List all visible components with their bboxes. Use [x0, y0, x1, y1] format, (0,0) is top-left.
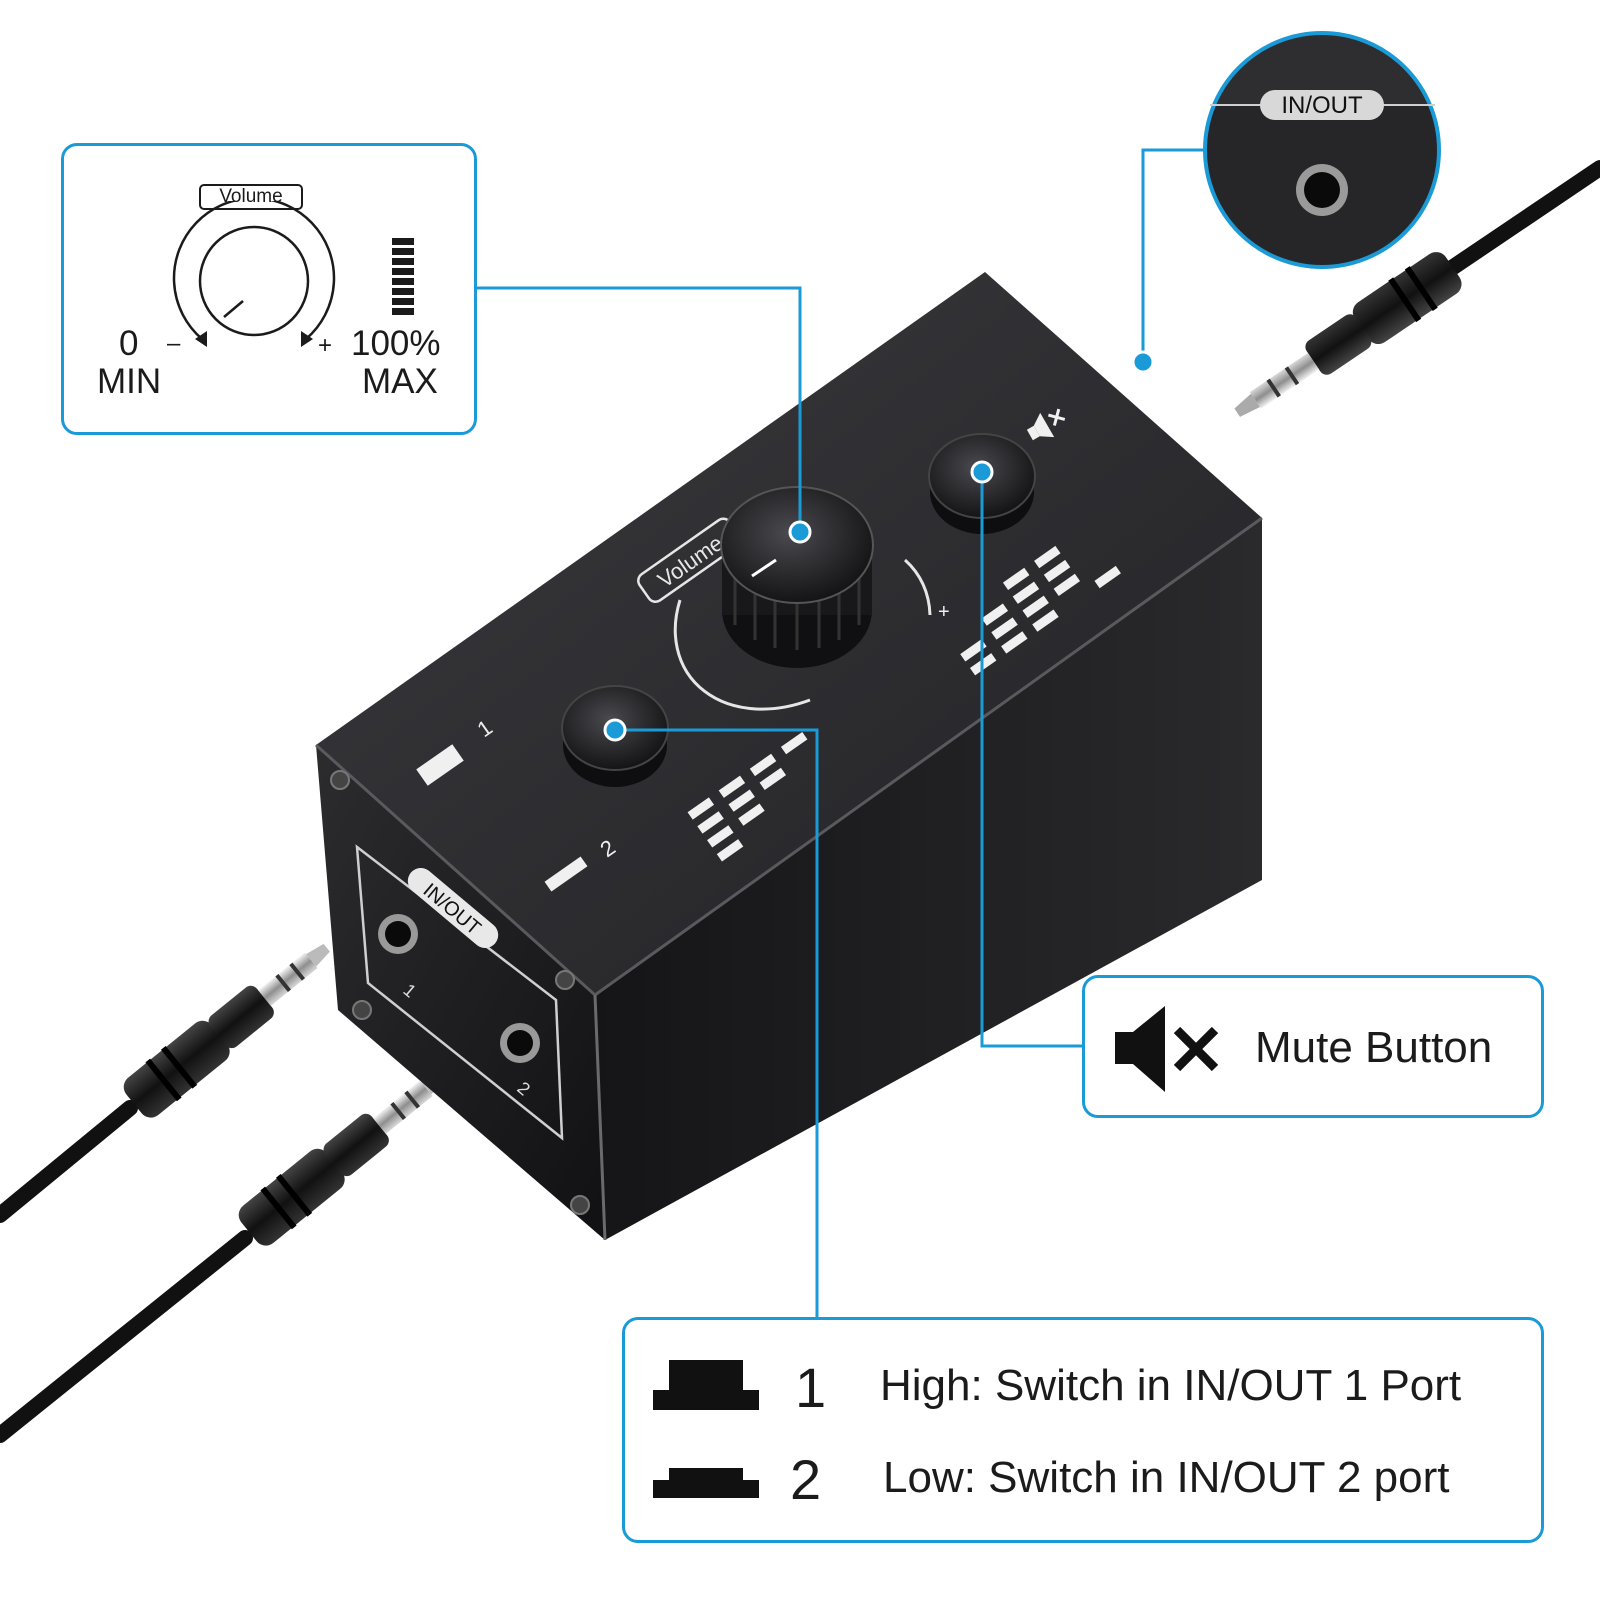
switch-row-1-text: High: Switch in IN/OUT 1 Port [880, 1361, 1462, 1410]
device-mute-icon [1026, 408, 1066, 441]
volume-max-value: 100% [351, 324, 441, 363]
switch-low-icon [653, 1468, 759, 1498]
mute-callout-label: Mute Button [1255, 1023, 1493, 1072]
volume-callout-label: Volume [199, 184, 303, 210]
port-panel [355, 844, 564, 1141]
volume-min-label: MIN [97, 362, 162, 401]
switch-high-icon [653, 1360, 759, 1410]
volume-max-label: MAX [362, 362, 438, 401]
leader-lines [477, 148, 1204, 1317]
switch-high-icon [416, 744, 464, 786]
switch-callout: 1 High: Switch in IN/OUT 1 Port 2 Low: S… [622, 1317, 1544, 1543]
volume-min-value: 0 [119, 324, 139, 363]
device-end-face [316, 745, 605, 1240]
device-plus-sign: + [938, 601, 950, 623]
device-port-2[interactable] [500, 1023, 540, 1063]
port-callout-label: IN/OUT [1281, 92, 1363, 119]
leader-dots [603, 350, 1155, 742]
switch-row-1-number: 1 [795, 1356, 827, 1419]
switch-low-icon [544, 856, 588, 892]
volume-plus-sign: + [318, 332, 333, 359]
mute-icon [1115, 1006, 1219, 1092]
level-bars [687, 545, 1121, 862]
volume-level-icon [392, 238, 414, 318]
audio-cable-3 [1234, 160, 1600, 417]
volume-callout: Volume – + 0 MIN 100% MAX [61, 143, 477, 435]
volume-minus-sign: – [167, 330, 181, 357]
device-port-1[interactable] [378, 914, 418, 954]
switch-row-2-text: Low: Switch in IN/OUT 2 port [883, 1453, 1450, 1502]
device-side-face [595, 518, 1262, 1240]
audio-cable-1 [0, 943, 330, 1223]
screw-icon [330, 770, 590, 1215]
volume-dial-icon [172, 201, 336, 347]
switch-row-2-number: 2 [790, 1448, 822, 1511]
mute-callout: Mute Button [1082, 975, 1544, 1118]
audio-cable-2 [0, 1071, 445, 1443]
audio-port-jack [1296, 164, 1348, 216]
volume-knob[interactable] [720, 486, 874, 668]
port-callout: IN/OUT [1203, 31, 1441, 269]
